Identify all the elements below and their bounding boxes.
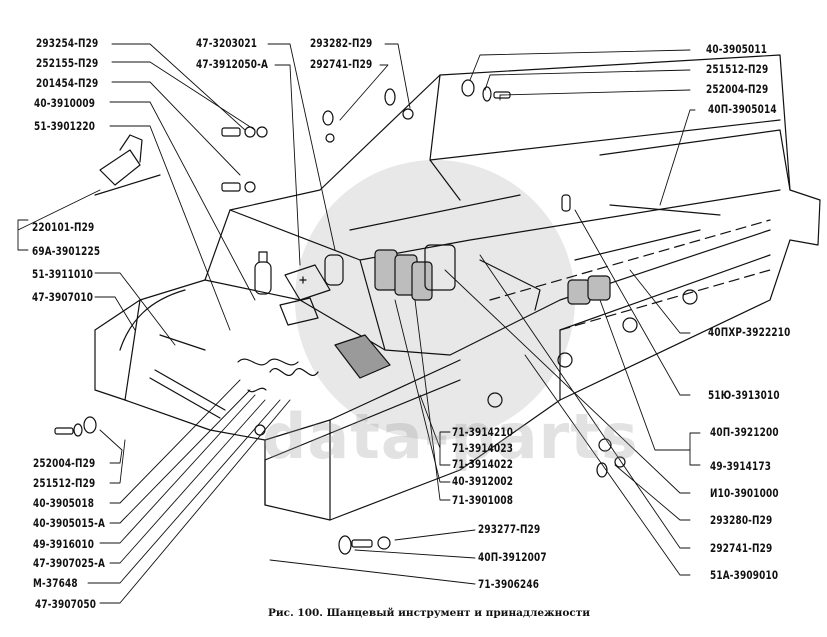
part-label: 293280-П29	[710, 513, 773, 527]
part-label: 40-3910009	[34, 96, 96, 110]
part-label: 51-3911010	[32, 267, 94, 281]
part-label: 40-3905018	[33, 496, 95, 510]
part-label: 220101-П29	[32, 220, 95, 234]
part-label: И10-3901000	[710, 486, 779, 500]
figure-caption: Рис. 100. Шанцевый инструмент и принадле…	[268, 607, 591, 619]
tool-pouch	[334, 334, 391, 379]
part-label: 252004-П29	[33, 456, 96, 470]
leader-lines	[17, 43, 701, 604]
part-label: М-37648	[33, 576, 78, 590]
wrench-and-rod	[149, 259, 541, 419]
part-label: 293282-П29	[310, 36, 373, 50]
part-label: 40П-3921200	[710, 425, 779, 439]
part-label: 47-3912050-А	[196, 57, 269, 71]
part-label: 47-3907050	[35, 597, 97, 611]
part-label: 71-3914023	[452, 441, 514, 455]
part-label: 51А-3909010	[710, 568, 779, 582]
part-label: 40-3905011	[706, 42, 768, 56]
part-label: 252155-П29	[36, 56, 99, 70]
chains-and-cables	[119, 289, 319, 393]
watermark-logo	[295, 160, 575, 440]
fasteners	[54, 79, 626, 555]
part-label: 293254-П29	[36, 36, 99, 50]
part-label: 40ПХР-3922210	[708, 325, 791, 339]
part-label: 40-3905015-А	[33, 516, 106, 530]
watermark-text: data-parts	[262, 400, 639, 473]
part-label: 69А-3901225	[32, 244, 101, 258]
first-aid-kit	[279, 264, 331, 326]
part-label: 71-3906246	[478, 577, 540, 591]
lamp	[324, 254, 344, 286]
spare-parts-boxes	[374, 249, 433, 301]
top-rods	[349, 194, 721, 261]
part-label: 51-3901220	[34, 119, 96, 133]
part-label: 49-3914173	[710, 459, 772, 473]
part-label: 251512-П29	[706, 62, 769, 76]
part-label: 40П-3905014	[708, 102, 777, 116]
part-label: 293277-П29	[478, 522, 541, 536]
part-label: 47-3907025-А	[33, 556, 106, 570]
part-label: 292741-П29	[310, 57, 373, 71]
hull-outline	[94, 54, 821, 521]
part-label: 201454-П29	[36, 76, 99, 90]
part-label: 252004-П29	[706, 82, 769, 96]
part-label: 47-3907010	[32, 290, 94, 304]
part-label: 71-3914210	[452, 425, 514, 439]
fire-extinguisher	[254, 251, 272, 295]
canister	[424, 244, 456, 291]
part-label: 49-3916010	[33, 537, 95, 551]
part-label: 40П-3912007	[478, 550, 547, 564]
rear-box	[567, 275, 611, 305]
part-label: 51Ю-3913010	[708, 388, 780, 402]
part-label: 251512-П29	[33, 476, 96, 490]
side-bosses	[254, 289, 698, 452]
part-label: 292741-П29	[710, 541, 773, 555]
part-label: 47-3203021	[196, 36, 258, 50]
part-label: 71-3914022	[452, 457, 514, 471]
part-label: 71-3901008	[452, 493, 514, 507]
clamp-bracket	[94, 134, 161, 196]
part-label: 40-3912002	[452, 474, 514, 488]
